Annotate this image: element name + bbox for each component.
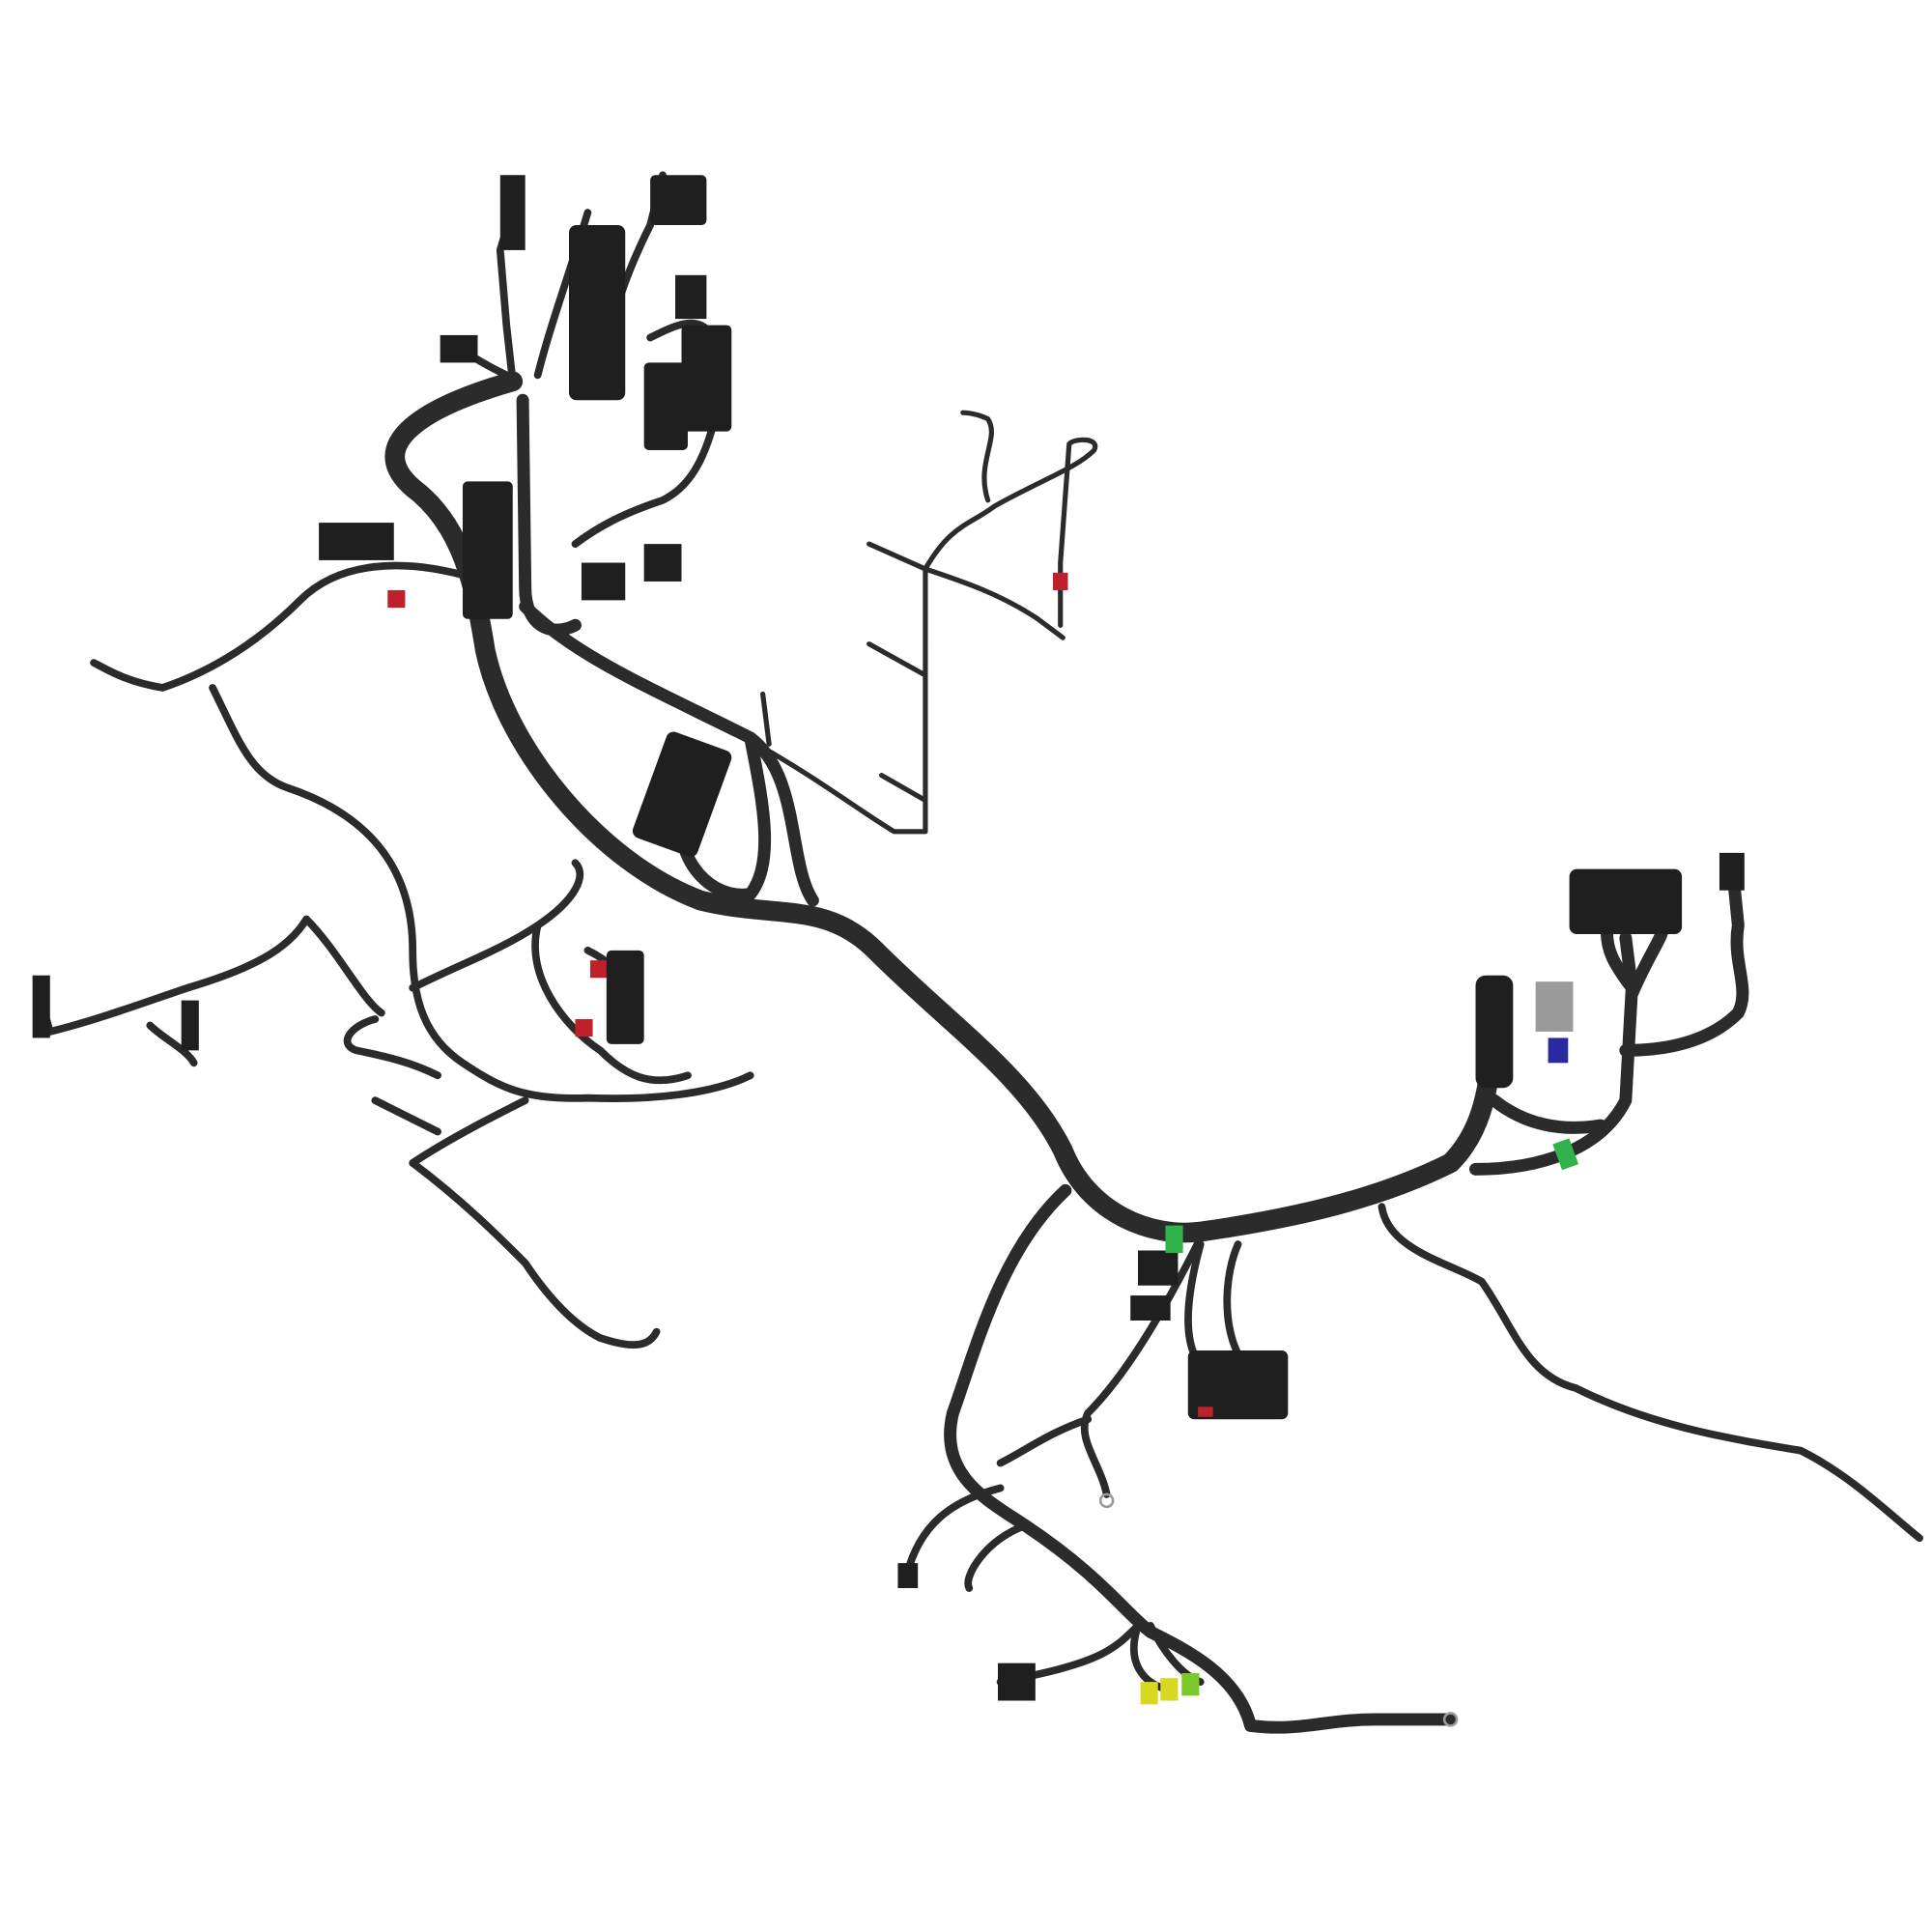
lower-sub-branch [902,1234,1255,1692]
far-left-connector [32,975,50,1038]
red-connector-2 [575,1019,593,1037]
grey-module [1535,981,1574,1032]
top-relay [650,175,707,226]
top-ecu-connector-2 [681,325,732,432]
lower-branch [944,1183,1458,1734]
green-connector [1181,1673,1200,1696]
left-multi-connector [606,950,644,1044]
red-connector-1 [590,960,609,979]
green-band-2 [1552,1138,1579,1171]
lower-connector-a [1137,1250,1179,1286]
top-left-connector [440,334,478,363]
blue-connector [1548,1037,1569,1064]
ring-terminal-2 [1098,1492,1115,1509]
lower-connector-b [1130,1295,1171,1321]
top-fuse-block [568,225,626,401]
yellow-connector-2 [1160,1678,1179,1701]
left-branch-lower [33,915,661,1349]
top-ecu-connector [643,362,688,451]
middle-module-connector [632,731,732,857]
grey-inline-connector [181,1000,199,1051]
ring-terminal [1442,1712,1459,1727]
left-middle-loop [409,859,692,1085]
upper-right-branch [753,410,1098,835]
vertical-trunk [516,393,582,637]
lower-multi-connector [1187,1350,1289,1420]
red-connector-4 [1052,572,1068,591]
left-branch-upper [90,561,754,1102]
green-band-1 [1165,1225,1183,1254]
bottom-connector [998,1662,1036,1701]
red-connector-3 [387,590,406,609]
dark-red-connector [581,562,626,601]
top-stacked-connectors [499,175,526,250]
red-latch [1198,1406,1213,1417]
top-small-connector [675,274,707,320]
right-tail-branch [1378,1203,1923,1543]
yellow-connector-1 [1140,1682,1158,1705]
bracket-module [462,481,513,619]
bottom-left-connector [897,1563,919,1589]
fuse-box-connector [1569,868,1683,934]
main-trunk [384,371,1505,1243]
right-top-connector [1719,852,1745,891]
left-top-connector [319,523,394,560]
relay-connector [1475,975,1514,1089]
brown-connector [643,544,682,582]
right-branch [1469,856,1749,1176]
